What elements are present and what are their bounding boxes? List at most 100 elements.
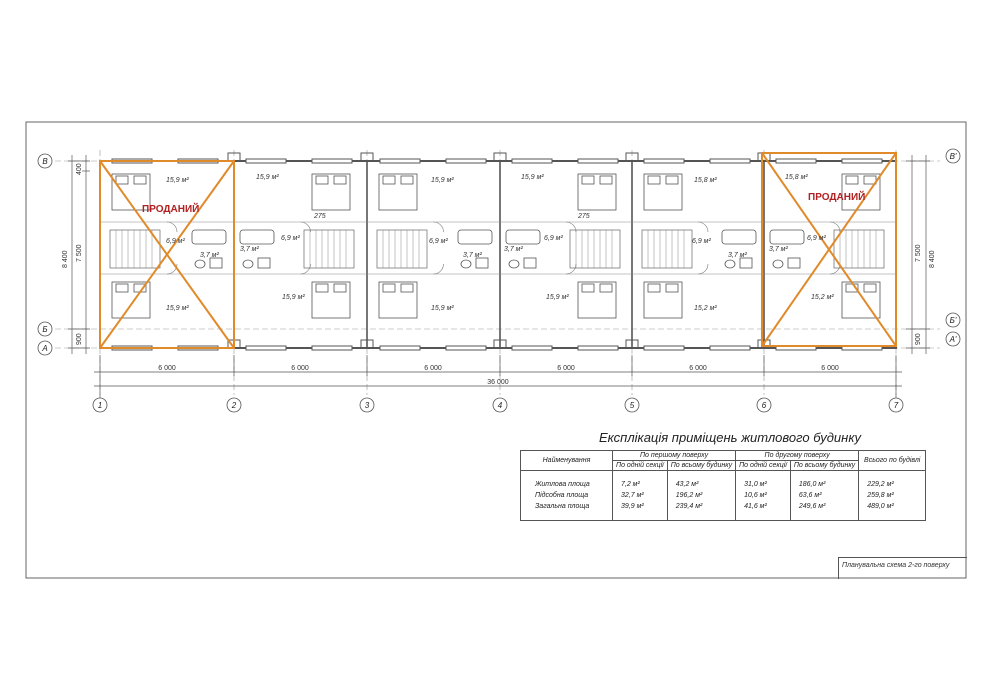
row-name: Житлова площа [520, 479, 613, 490]
stair-icon [109, 229, 161, 269]
sink-icon [209, 257, 223, 269]
cell: 196,2 м² [666, 490, 737, 501]
stair-icon [376, 229, 428, 269]
door-swing [829, 263, 841, 275]
axis-number-7: 7 [894, 401, 899, 410]
axis-number-1: 1 [98, 401, 102, 410]
pillow-icon [115, 283, 129, 293]
door-swing [829, 221, 841, 233]
room-area-label: 6,9 м² [544, 235, 563, 242]
room-area-label: 6,9 м² [281, 235, 300, 242]
axis-number-4: 4 [498, 401, 503, 410]
dim-275-label: 275 [577, 213, 590, 220]
door-swing [433, 221, 444, 233]
room-area-label: 15,9 м² [282, 294, 305, 301]
sink-icon [739, 257, 753, 269]
room-area-label: 6,9 м² [807, 235, 826, 242]
pillow-icon [647, 175, 661, 185]
axis-letter-text: В Б А В' Б' А' [41, 152, 957, 353]
pillow-icon [133, 175, 147, 185]
dim-6000: 6 000 [689, 365, 707, 372]
door-swing [433, 263, 444, 275]
cell: 31,0 м² [735, 479, 791, 490]
pillow-icon [333, 175, 347, 185]
explication-title: Експлікація приміщень житлового будинку [599, 430, 861, 445]
vertical-dim-text-left: 400 7 500 900 8 400 [62, 163, 83, 345]
pillow-icon [599, 175, 613, 185]
room-area-label: 6,9 м² [692, 238, 711, 245]
room-labels: 15,9 м² 15,9 м² 15,9 м² 15,9 м² 15,8 м² … [166, 174, 834, 312]
room-area-label: 15,9 м² [166, 177, 189, 184]
axis-letter-b: Б [42, 325, 47, 334]
dim-6000: 6 000 [821, 365, 839, 372]
col-second-floor-header: По другому поверху [735, 450, 860, 461]
room-area-label: 15,9 м² [546, 294, 569, 301]
pillow-icon [647, 283, 661, 293]
pillow-icon [581, 175, 595, 185]
door-swing [565, 263, 577, 275]
dim-6000: 6 000 [424, 365, 442, 372]
explication-table: Найменування По першому поверху По друго… [520, 450, 927, 521]
wc-icon [194, 259, 206, 269]
cell: 7,2 м² [612, 479, 668, 490]
room-area-label: 3,7 м² [200, 252, 219, 259]
table-row: Підсобна площа 32,7 м² 196,2 м² 10,6 м² … [520, 490, 927, 501]
room-area-label: 15,2 м² [811, 294, 834, 301]
wc-icon [508, 259, 520, 269]
axis-letter-bubbles [37, 148, 961, 356]
sub-building-header: По всьому будинку [666, 460, 737, 471]
room-area-label: 15,9 м² [166, 305, 189, 312]
cell: 41,6 м² [735, 501, 791, 512]
axis-letter-a: А [41, 344, 47, 353]
cell: 229,2 м² [858, 479, 927, 490]
sink-icon [257, 257, 271, 269]
room-area-label: 3,7 м² [769, 246, 788, 253]
bathtub-icon [239, 229, 275, 245]
dim-900-right: 900 [915, 333, 922, 345]
dim-400-left: 400 [76, 163, 83, 175]
row-name: Загальна площа [520, 501, 613, 512]
pillow-icon [665, 283, 679, 293]
axis-number-5: 5 [630, 401, 635, 410]
sub-section-header: По одній секції [735, 460, 791, 471]
pillow-icon [382, 283, 396, 293]
pillow-icon [115, 175, 129, 185]
door-swing [300, 221, 311, 233]
horizontal-dimensions [94, 355, 902, 398]
axis-letter-b-prime: Б' [950, 316, 957, 325]
pillow-icon [599, 283, 613, 293]
room-area-label: 15,8 м² [785, 174, 808, 181]
cell: 10,6 м² [735, 490, 791, 501]
axis-number-2: 2 [231, 401, 237, 410]
axis-letter-v-prime: В' [950, 152, 957, 161]
vertical-dim-text-right: 7 500 900 8 400 [915, 244, 936, 345]
units-layer [100, 173, 896, 319]
axis-number-6: 6 [762, 401, 767, 410]
room-area-label: 3,7 м² [728, 252, 747, 259]
pillow-icon [665, 175, 679, 185]
cell: 32,7 м² [612, 490, 668, 501]
axis-grid [55, 150, 940, 395]
door-swing [166, 263, 178, 275]
sink-icon [475, 257, 489, 269]
pillow-icon [400, 175, 414, 185]
pillow-icon [581, 283, 595, 293]
dim-7500-left: 7 500 [76, 244, 83, 262]
bathtub-icon [721, 229, 757, 245]
cell: 249,6 м² [789, 501, 860, 512]
title-block [838, 557, 967, 579]
cell: 39,9 м² [612, 501, 668, 512]
door-swing [565, 221, 577, 233]
vertical-dimensions-right [906, 155, 930, 354]
room-area-label: 15,9 м² [521, 174, 544, 181]
axis-letter-v: В [42, 157, 48, 166]
sold-label-left: ПРОДАНИЙ [142, 202, 199, 215]
table-row: Житлова площа 7,2 м² 43,2 м² 31,0 м² 186… [520, 479, 927, 490]
table-row: Загальна площа 39,9 м² 239,4 м² 41,6 м² … [520, 501, 927, 512]
pillow-icon [863, 283, 877, 293]
wc-icon [772, 259, 784, 269]
dim-total: 36 000 [487, 379, 509, 386]
stair-icon [303, 229, 355, 269]
cell: 259,8 м² [858, 490, 927, 501]
